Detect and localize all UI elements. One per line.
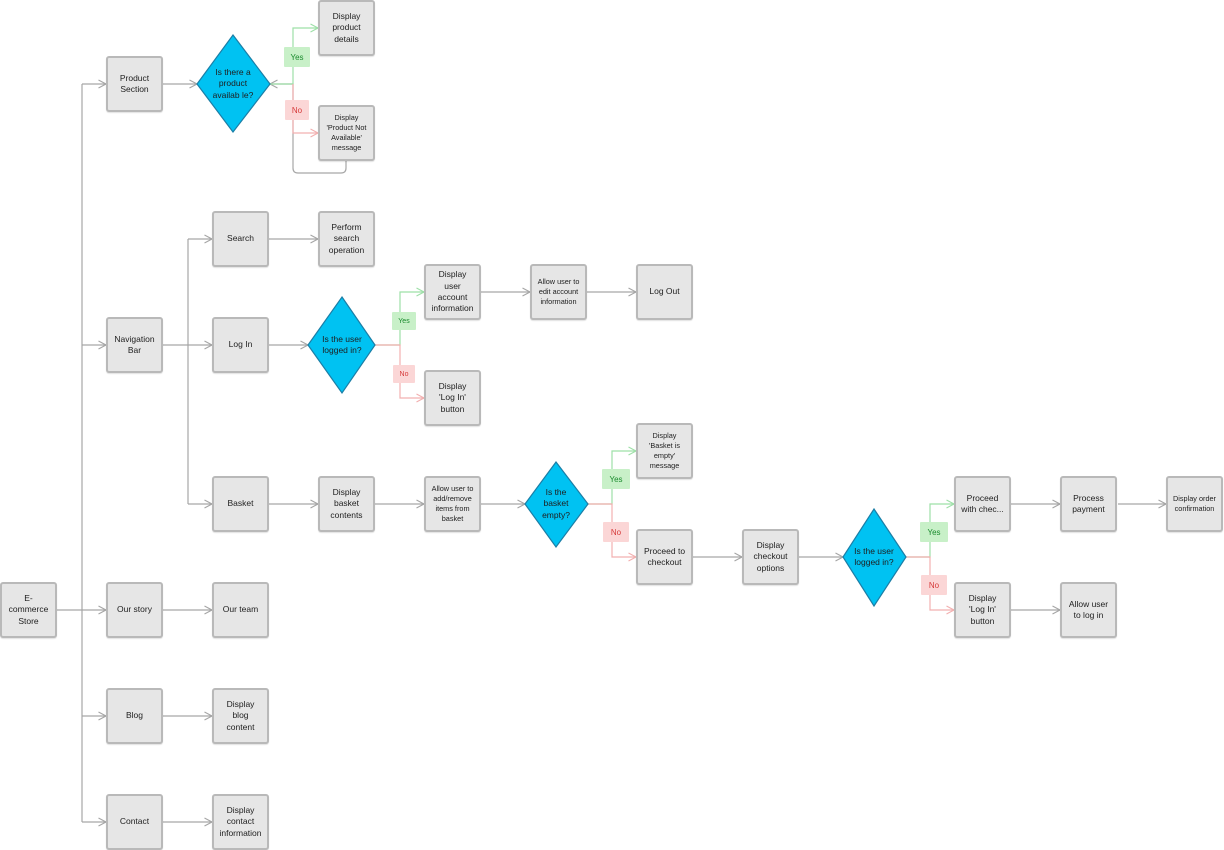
- yes-label-login-1: Yes: [392, 312, 416, 330]
- decision-text-product-available: Is there a product availab le?: [212, 66, 254, 100]
- node-log-in[interactable]: Log In: [212, 317, 269, 373]
- node-process-payment[interactable]: Process payment: [1060, 476, 1117, 532]
- node-allow-add-remove[interactable]: Allow user to add/remove items from bask…: [424, 476, 481, 532]
- node-display-checkout-options[interactable]: Display checkout options: [742, 529, 799, 585]
- node-proceed-with-checkout[interactable]: Proceed with chec...: [954, 476, 1011, 532]
- yes-label-basket: Yes: [602, 469, 630, 489]
- node-our-story[interactable]: Our story: [106, 582, 163, 638]
- node-display-order-confirmation[interactable]: Display order confirmation: [1166, 476, 1223, 532]
- decision-diamond-product-available: [196, 33, 271, 133]
- node-display-user-account[interactable]: Display user account information: [424, 264, 481, 320]
- node-proceed-to-checkout[interactable]: Proceed to checkout: [636, 529, 693, 585]
- no-label-basket: No: [603, 522, 629, 542]
- node-log-out[interactable]: Log Out: [636, 264, 693, 320]
- node-basket[interactable]: Basket: [212, 476, 269, 532]
- node-ecommerce-store[interactable]: E-commerce Store: [0, 582, 57, 638]
- decision-text-user-logged-in-2: Is the user logged in?: [854, 545, 894, 567]
- node-our-team[interactable]: Our team: [212, 582, 269, 638]
- node-display-login-button-1[interactable]: Display 'Log In' button: [424, 370, 481, 426]
- node-blog[interactable]: Blog: [106, 688, 163, 744]
- no-label-product: No: [285, 100, 309, 120]
- yes-label-login-2: Yes: [920, 522, 948, 542]
- node-contact[interactable]: Contact: [106, 794, 163, 850]
- node-display-login-button-2[interactable]: Display 'Log In' button: [954, 582, 1011, 638]
- yes-label-product: Yes: [284, 47, 310, 67]
- decision-diamond-basket-empty: [524, 460, 589, 549]
- node-display-product-not-available[interactable]: Display 'Product Not Available' message: [318, 105, 375, 161]
- node-display-basket-contents[interactable]: Display basket contents: [318, 476, 375, 532]
- node-display-contact-info[interactable]: Display contact information: [212, 794, 269, 850]
- node-perform-search[interactable]: Perform search operation: [318, 211, 375, 267]
- node-product-section[interactable]: Product Section: [106, 56, 163, 112]
- node-search[interactable]: Search: [212, 211, 269, 267]
- no-label-login-1: No: [393, 365, 415, 383]
- node-display-blog-content[interactable]: Display blog content: [212, 688, 269, 744]
- node-allow-user-log-in[interactable]: Allow user to log in: [1060, 582, 1117, 638]
- decision-text-user-logged-in-1: Is the user logged in?: [322, 333, 362, 355]
- decision-diamond-user-logged-in-1: [307, 295, 376, 395]
- decision-diamond-user-logged-in-2: [842, 507, 907, 608]
- node-display-basket-empty[interactable]: Display 'Basket is empty' message: [636, 423, 693, 479]
- decision-text-basket-empty: Is the basket empty?: [542, 486, 570, 520]
- node-display-product-details[interactable]: Display product details: [318, 0, 375, 56]
- node-allow-edit-account[interactable]: Allow user to edit account information: [530, 264, 587, 320]
- no-label-login-2: No: [921, 575, 947, 595]
- node-navigation-bar[interactable]: Navigation Bar: [106, 317, 163, 373]
